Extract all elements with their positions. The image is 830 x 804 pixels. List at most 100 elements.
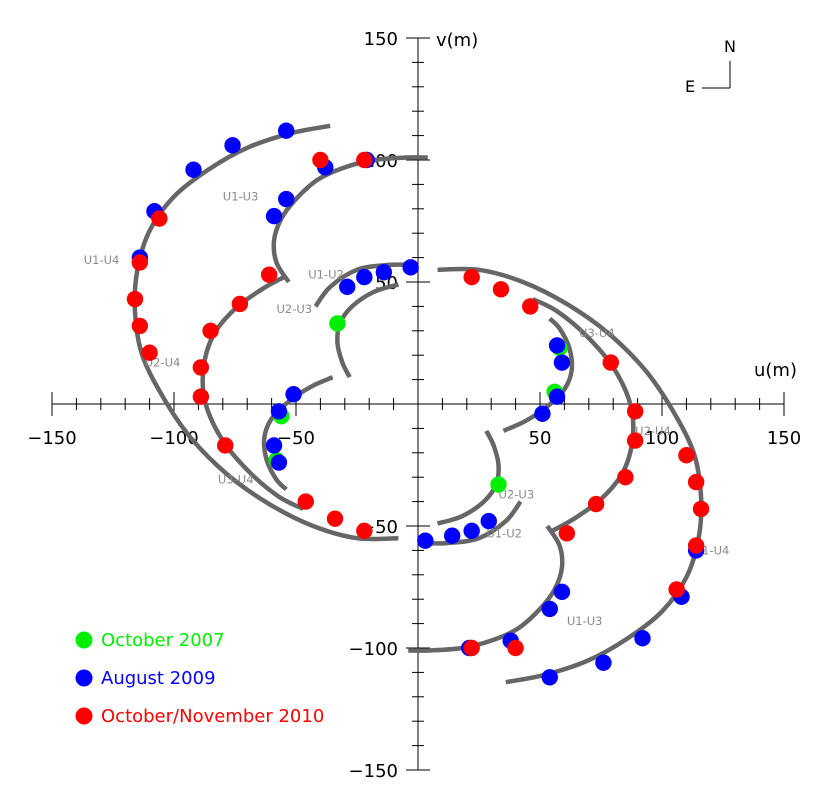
baseline-track	[502, 316, 575, 433]
legend-item-august-2009: August 2009	[75, 668, 216, 689]
data-point-august-2009	[553, 354, 571, 371]
data-points	[126, 122, 710, 686]
legend-label-august-2009: August 2009	[101, 668, 216, 689]
data-point-october-november-2010	[626, 432, 644, 449]
data-point-october-november-2010	[217, 437, 234, 454]
baseline-track	[436, 429, 501, 526]
data-point-august-2009	[339, 278, 356, 296]
data-point-october-november-2010	[126, 290, 144, 308]
v-axis-tick-label: −100	[349, 639, 398, 660]
data-point-october-november-2010	[151, 210, 168, 227]
data-point-august-2009	[595, 654, 612, 671]
data-point-october-november-2010	[312, 151, 329, 169]
data-point-october-november-2010	[463, 639, 480, 657]
data-point-august-2009	[375, 264, 393, 281]
baseline-track	[335, 282, 400, 379]
u-axis-tick-label: 50	[529, 428, 552, 449]
data-point-august-2009	[270, 454, 288, 471]
baseline-label-u1-u3: U1-U3	[567, 614, 603, 628]
data-point-october-november-2010	[356, 522, 373, 540]
data-point-october-november-2010	[492, 281, 510, 298]
baseline-track	[132, 123, 399, 542]
baseline-label-u2-u4: U2-U4	[635, 424, 671, 438]
compass-north-label: N	[724, 37, 736, 56]
data-point-october-november-2010	[131, 317, 149, 335]
baseline-tracks	[132, 123, 704, 685]
data-point-october-november-2010	[260, 266, 278, 283]
baseline-label-u2-u3: U2-U3	[499, 487, 535, 501]
data-point-august-2009	[270, 403, 288, 420]
data-point-august-2009	[541, 669, 558, 686]
data-point-august-2009	[534, 405, 551, 422]
baseline-track	[425, 500, 523, 546]
data-point-october-november-2010	[692, 500, 710, 518]
axes	[52, 38, 784, 770]
data-point-october-november-2010	[522, 298, 539, 315]
u-axis-tick-label: 100	[645, 428, 679, 449]
data-point-october-2007	[329, 315, 346, 332]
baseline-track	[271, 155, 428, 284]
data-point-august-2009	[634, 630, 651, 647]
baseline-label-u1-u2: U1-U2	[308, 268, 344, 282]
data-point-october-november-2010	[141, 344, 158, 361]
data-point-october-november-2010	[626, 403, 644, 420]
data-point-august-2009	[356, 268, 373, 286]
axis-ticks	[51, 37, 785, 771]
baseline-track	[408, 524, 565, 653]
legend-item-october-november-2010: October/November 2010	[75, 706, 324, 727]
u-axis-tick-label: −50	[277, 428, 315, 449]
data-point-august-2009	[185, 161, 202, 178]
data-point-august-2009	[541, 600, 558, 618]
v-axis-label: v(m)	[436, 30, 478, 51]
data-point-october-2007	[490, 476, 507, 493]
data-point-august-2009	[548, 388, 566, 405]
baseline-label-u1-u4: U1-U4	[84, 253, 120, 267]
data-point-october-november-2010	[231, 295, 249, 313]
baseline-label-u3-u4: U3-U4	[218, 473, 254, 487]
data-point-august-2009	[285, 386, 302, 403]
baseline-label-u1-u2: U1-U2	[486, 526, 522, 540]
data-point-august-2009	[265, 207, 283, 225]
compass-east-label: E	[685, 77, 695, 96]
data-point-october-november-2010	[668, 581, 685, 598]
data-point-august-2009	[417, 532, 434, 549]
data-point-august-2009	[402, 259, 419, 276]
data-point-october-november-2010	[602, 354, 619, 371]
data-point-october-november-2010	[356, 151, 373, 169]
data-point-october-november-2010	[687, 537, 705, 554]
data-point-october-november-2010	[192, 359, 210, 376]
data-point-october-november-2010	[558, 525, 576, 542]
data-point-august-2009	[278, 122, 295, 139]
baseline-track	[531, 297, 636, 533]
v-axis-tick-label: −150	[349, 761, 398, 782]
legend-marker-october-2007	[75, 631, 93, 649]
legend-marker-october-november-2010	[75, 707, 93, 725]
data-point-october-november-2010	[678, 447, 695, 464]
legend: October 2007 August 2009 October/Novembe…	[75, 630, 324, 727]
data-point-august-2009	[278, 190, 295, 208]
baseline-label-u3-u4: U3-U4	[579, 326, 615, 340]
data-point-october-november-2010	[131, 254, 149, 271]
data-point-october-november-2010	[617, 469, 634, 486]
baseline-track	[200, 275, 305, 511]
data-point-august-2009	[224, 137, 241, 154]
data-point-october-november-2010	[202, 322, 219, 339]
legend-label-october-november-2010: October/November 2010	[101, 706, 324, 727]
v-axis-tick-label: 150	[364, 29, 398, 50]
baseline-track	[261, 375, 334, 492]
data-point-august-2009	[480, 512, 497, 530]
data-point-october-november-2010	[326, 510, 344, 527]
data-point-august-2009	[548, 337, 566, 354]
data-point-august-2009	[443, 527, 461, 544]
data-point-october-november-2010	[192, 388, 210, 405]
data-point-october-november-2010	[507, 639, 524, 657]
baseline-label-u2-u3: U2-U3	[276, 302, 312, 316]
data-point-october-november-2010	[587, 495, 605, 513]
compass: N E	[685, 37, 736, 96]
baseline-label-u1-u3: U1-U3	[223, 190, 259, 204]
data-point-october-november-2010	[297, 493, 314, 510]
u-axis-tick-label: 150	[767, 428, 801, 449]
legend-item-october-2007: October 2007	[75, 630, 225, 651]
